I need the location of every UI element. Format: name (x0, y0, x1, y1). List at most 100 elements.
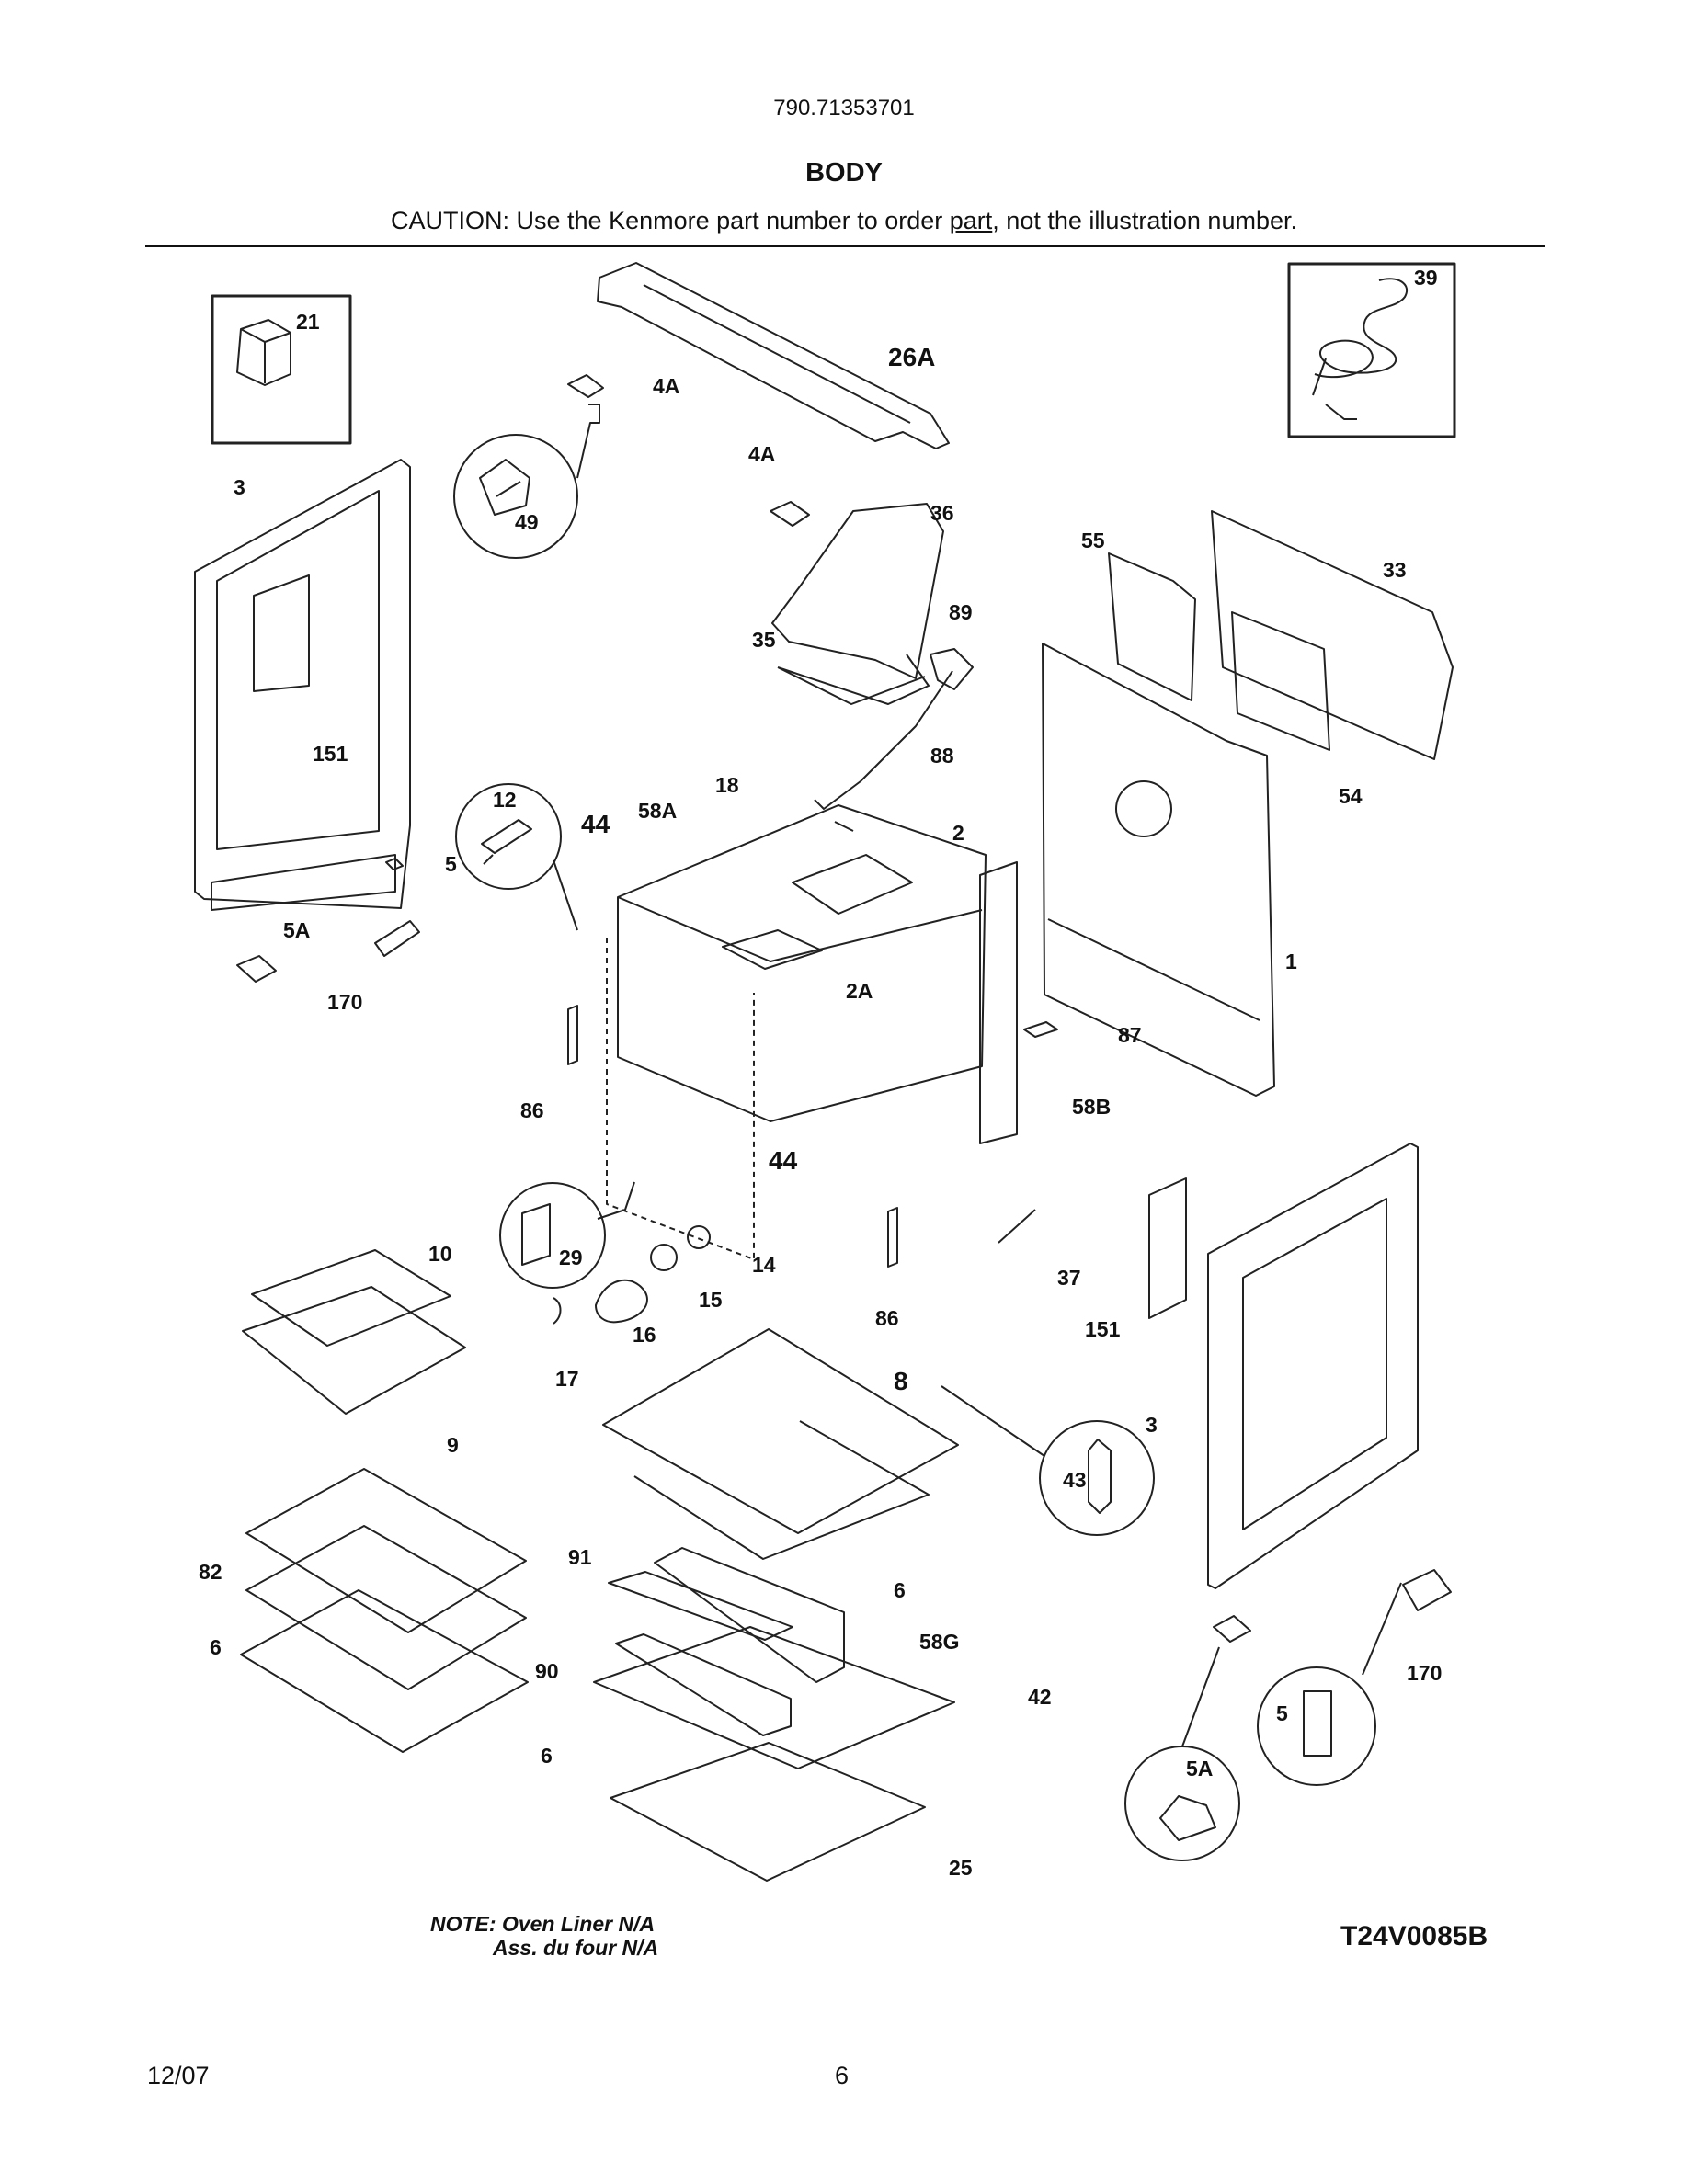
part-4A-upper (567, 374, 604, 398)
power-cord-39 (1314, 278, 1408, 379)
section-title: BODY (805, 158, 883, 188)
part-18 (834, 821, 854, 832)
callout-89: 89 (949, 600, 973, 624)
oven-liner-outline (606, 938, 755, 1260)
callout-5: 5 (445, 852, 457, 876)
callout-14: 14 (752, 1253, 776, 1277)
callout-6: 6 (210, 1635, 222, 1659)
callout-91: 91 (568, 1545, 592, 1569)
leader-5 (1362, 1582, 1402, 1676)
callout-86: 86 (875, 1306, 899, 1330)
part-87 (1023, 1021, 1058, 1038)
top-bracket-slot (643, 284, 911, 424)
note-oven-liner-french: Ass. du four N/A (493, 1936, 659, 1960)
callout-151: 151 (313, 742, 348, 766)
bracket-82 (633, 1420, 930, 1560)
callout-2: 2 (952, 821, 964, 845)
figure-code: T24V0085B (1340, 1921, 1488, 1951)
left-side-panel-inner (216, 490, 380, 850)
wire-88 (814, 670, 953, 810)
callout-26a: 26A (888, 343, 935, 371)
part-5A-detail (1159, 1795, 1216, 1841)
callout-43: 43 (1063, 1468, 1087, 1492)
broiler-pan-9 (242, 1286, 466, 1415)
left-panel-bracket-151 (253, 574, 310, 692)
magnifier-49 (453, 434, 578, 559)
callout-9: 9 (447, 1433, 459, 1457)
caution-text: CAUTION: Use the Kenmore part number to … (0, 207, 1688, 235)
part-170-left (374, 920, 420, 957)
part-12-thermostat (481, 819, 532, 865)
callout-88: 88 (930, 744, 954, 768)
magnifier-29 (499, 1182, 606, 1289)
part-49-clip (479, 459, 530, 516)
oven-rack-6-middle (245, 1525, 527, 1690)
left-side-panel-3 (194, 459, 411, 909)
callout-1: 1 (1285, 950, 1297, 973)
callout-42: 42 (1028, 1685, 1052, 1709)
callout-18: 18 (715, 773, 739, 797)
callout-44: 44 (581, 810, 610, 838)
callout-25: 25 (949, 1856, 973, 1880)
footer-date: 12/07 (147, 2062, 210, 2089)
callout-12: 12 (493, 788, 517, 812)
callout-33: 33 (1383, 558, 1407, 582)
callout-5: 5 (1276, 1701, 1288, 1725)
oven-cavity-front-edge (617, 896, 983, 962)
magnifier-5 (1257, 1666, 1376, 1786)
callout-86: 86 (520, 1098, 544, 1122)
callout-37: 37 (1057, 1266, 1081, 1290)
callout-21: 21 (296, 310, 320, 334)
part-43-screw (1088, 1439, 1112, 1514)
right-side-panel-3 (1207, 1143, 1419, 1589)
part-17-wire (553, 1297, 562, 1325)
callout-90: 90 (535, 1659, 559, 1683)
part-5A-right (1213, 1615, 1251, 1643)
rear-shield-33 (1211, 510, 1454, 760)
callout-55: 55 (1081, 529, 1105, 552)
callout-15: 15 (699, 1288, 723, 1312)
callout-2a: 2A (846, 979, 873, 1003)
callout-35: 35 (752, 628, 776, 652)
caution-prefix: CAUTION: Use the Kenmore part number to … (391, 207, 950, 234)
part-14-socket (687, 1225, 711, 1249)
panel-25 (610, 1742, 926, 1882)
leader-29 (597, 1181, 635, 1220)
leader-49-4A (576, 404, 600, 479)
part-5-leveler (1303, 1690, 1332, 1757)
callout-58b: 58B (1072, 1095, 1111, 1119)
callout-151: 151 (1085, 1317, 1121, 1341)
leader-5A (1181, 1646, 1220, 1747)
callout-44: 44 (769, 1146, 798, 1175)
callout-170: 170 (1407, 1661, 1442, 1685)
part-86-left (567, 1005, 578, 1065)
callout-4a: 4A (748, 442, 775, 466)
caution-underlined-word: part (949, 207, 993, 234)
part-170-right (1402, 1569, 1452, 1611)
callout-5a: 5A (283, 918, 310, 942)
callout-58a: 58A (638, 799, 677, 823)
callout-5a: 5A (1186, 1757, 1213, 1780)
callout-29: 29 (559, 1246, 583, 1269)
bracket-54 (1231, 611, 1330, 751)
caution-suffix: , not the illustration number. (992, 207, 1297, 234)
callout-4a: 4A (653, 374, 679, 398)
part-86-right (887, 1207, 898, 1268)
callout-58g: 58G (919, 1630, 959, 1654)
part-4A-lower (770, 501, 810, 527)
part-5-screw (385, 858, 404, 870)
callout-87: 87 (1118, 1023, 1142, 1047)
top-bracket-26A (597, 262, 950, 449)
part-89-switch (930, 648, 974, 690)
inset-box-21 (211, 294, 352, 445)
leader-43 (941, 1385, 1045, 1457)
inset-box-39 (1287, 262, 1456, 438)
power-cord-plug (1312, 358, 1357, 420)
bracket-2 (792, 854, 913, 915)
part-37-tie (998, 1209, 1036, 1244)
bracket-2A (722, 929, 823, 970)
magnifier-43 (1039, 1420, 1155, 1536)
callout-6: 6 (894, 1578, 906, 1602)
page-number: 6 (835, 2062, 850, 2089)
